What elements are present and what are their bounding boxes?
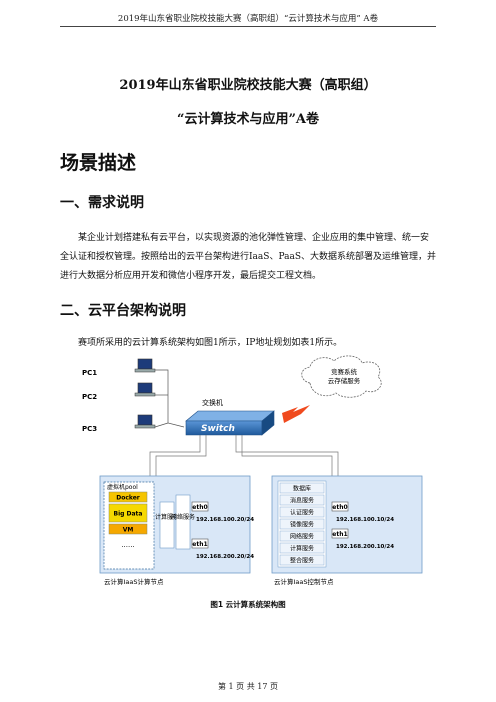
pc1-label: PC1	[82, 369, 97, 377]
controller-node-caption: 云计算IaaS控制节点	[274, 577, 334, 586]
compute-ip1: 192.168.200.20/24	[196, 554, 254, 560]
controller-eth1	[331, 528, 349, 539]
network-service-label: 网络服务	[171, 513, 195, 521]
service-item: 数据库	[293, 485, 311, 493]
page-header: 2019年山东省职业院校技能大赛（高职组）“云计算技术与应用” A卷	[117, 14, 379, 24]
pool-ellipsis: ......	[121, 541, 134, 549]
compute-service-label: 计算服务	[155, 513, 179, 521]
controller-eth1-label: eth1	[332, 531, 347, 538]
controller-node: 数据库 消息服务 认证服务 镜像服务 网络服务 计算服务 整合服务 eth0 1…	[271, 475, 423, 586]
pc3-screen	[137, 414, 153, 426]
figure-caption: 图1 云计算系统架构图	[210, 600, 286, 609]
compute-node: 虚拟机pool Docker Big Data VM ...... 计算服务 网…	[99, 475, 254, 586]
service-list: 数据库 消息服务 认证服务 镜像服务 网络服务 计算服务 整合服务	[279, 482, 325, 566]
requirements-paragraph: 某企业计划搭建私有云平台，以实现资源的池化弹性管理、企业应用的集中管理、统一安全…	[60, 233, 437, 281]
cloud-icon: 竞赛系统 云存储服务	[301, 355, 382, 398]
pc3: PC3	[82, 414, 156, 433]
pc2-base	[134, 392, 156, 397]
network-service-box	[175, 494, 191, 550]
lightning-icon	[282, 405, 310, 423]
pc3-base	[134, 424, 156, 429]
controller-eth0-label: eth0	[332, 504, 347, 511]
service-item: 整合服务	[290, 557, 314, 565]
service-item: 消息服务	[290, 497, 314, 505]
document-subtitle: “云计算技术与应用”A卷	[176, 112, 320, 127]
switch-title: 交换机	[202, 398, 223, 407]
section-title: 场景描述	[60, 152, 137, 174]
compute-eth0-label: eth0	[192, 504, 207, 511]
compute-eth1	[191, 538, 209, 549]
pc3-label: PC3	[82, 425, 97, 433]
switch-label: Switch	[201, 424, 235, 434]
controller-eth0	[331, 501, 349, 512]
header-rule	[60, 26, 436, 27]
cloud-line1: 竞赛系统	[331, 367, 358, 376]
pc-links	[154, 369, 185, 428]
compute-eth1-label: eth1	[192, 541, 207, 548]
pc2: PC2	[82, 382, 156, 401]
service-item: 计算服务	[290, 545, 314, 553]
compute-eth0	[191, 501, 209, 512]
bigdata-block	[108, 503, 148, 523]
controller-ip0: 192.168.100.10/24	[336, 517, 394, 523]
pc2-screen	[137, 382, 153, 394]
controller-ip1: 192.168.200.10/24	[336, 544, 394, 550]
cloud-line2: 云存储服务	[328, 376, 361, 385]
page-footer: 第 1 页 共 17 页	[218, 682, 278, 691]
docker-block	[108, 491, 148, 503]
service-item: 网络服务	[290, 533, 314, 541]
heading-requirements: 一、需求说明	[60, 195, 144, 211]
docker-label: Docker	[116, 495, 140, 502]
vm-label: VM	[123, 527, 134, 534]
architecture-paragraph: 赛项所采用的云计算系统架构如图1所示，IP地址规划如表1所示。	[78, 338, 343, 348]
compute-service-box	[159, 501, 175, 549]
document-title: 2019年山东省职业院校技能大赛（高职组）	[119, 78, 377, 93]
vm-pool-label: 虚拟机pool	[107, 483, 138, 491]
architecture-diagram: PC1 PC2 PC3 交换机 Switch 竞赛系统 云存储服务	[82, 355, 423, 586]
pc1-screen	[137, 358, 153, 370]
service-item: 镜像服务	[290, 521, 314, 529]
pc2-label: PC2	[82, 393, 97, 401]
switch-icon: Switch	[185, 410, 275, 436]
pc1-base	[134, 368, 156, 373]
heading-architecture: 二、云平台架构说明	[60, 303, 186, 319]
compute-node-caption: 云计算IaaS计算节点	[104, 577, 164, 586]
vm-block	[108, 523, 148, 535]
service-item: 认证服务	[290, 509, 314, 517]
compute-ip0: 192.168.100.20/24	[196, 517, 254, 523]
bigdata-label: Big Data	[114, 511, 143, 518]
pc1: PC1	[82, 358, 156, 377]
